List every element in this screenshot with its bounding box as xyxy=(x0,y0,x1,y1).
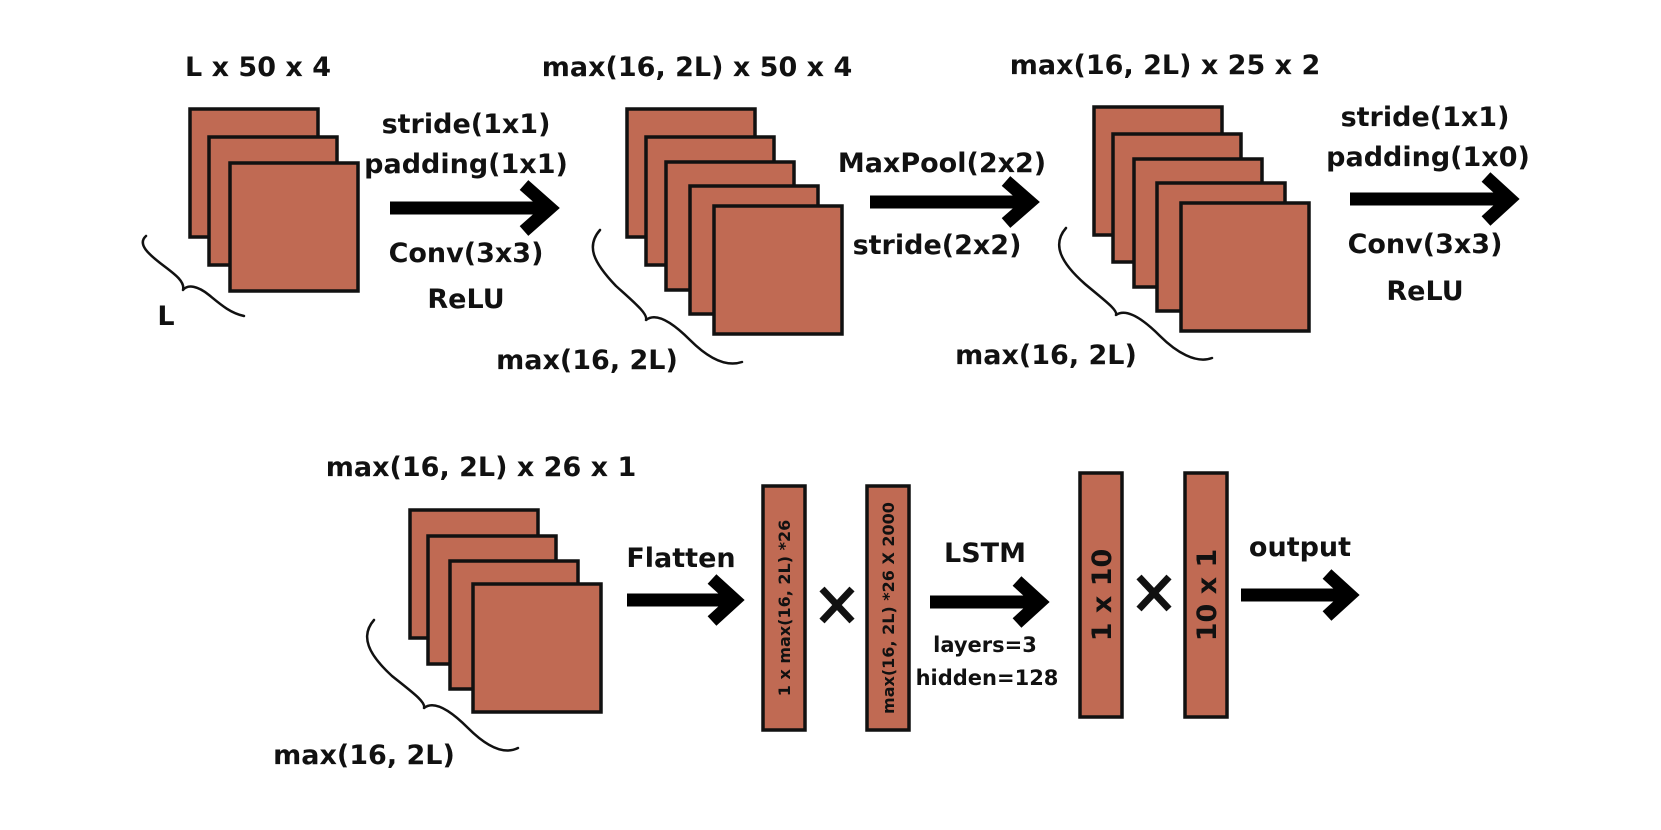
stage2-brace xyxy=(591,228,744,365)
stage4-brace-label: max(16, 2L) xyxy=(273,740,455,771)
op1-conv-label: Conv(3x3) xyxy=(389,238,544,269)
op1-stride-label: stride(1x1) xyxy=(382,109,551,140)
weight-matrix-label: max(16, 2L) *26 X 2000 xyxy=(879,502,898,714)
stage2-shape-label: max(16, 2L) x 50 x 4 xyxy=(542,52,852,83)
op2-maxpool-label: MaxPool(2x2) xyxy=(838,148,1046,179)
stage4-brace xyxy=(365,618,520,752)
lstm-output-bar xyxy=(1078,471,1124,719)
lstm-layers-label: layers=3 xyxy=(933,633,1037,657)
stage1-shape-label: L x 50 x 4 xyxy=(185,52,331,83)
flat-vector-label: 1 x max(16, 2L) *26 xyxy=(775,520,794,696)
op2-stride-label: stride(2x2) xyxy=(853,230,1022,261)
op3-padding-label: padding(1x0) xyxy=(1326,142,1530,173)
stage4-feature-maps xyxy=(408,508,603,714)
flatten-label: Flatten xyxy=(626,543,735,574)
stage4-shape-label: max(16, 2L) x 26 x 1 xyxy=(326,452,636,483)
flat-vector-bar xyxy=(761,484,807,732)
multiply-icon-2 xyxy=(1136,574,1172,612)
op2-arrow xyxy=(870,176,1040,228)
stage1-feature-maps xyxy=(188,107,360,293)
stage1-feature-map-3 xyxy=(228,161,360,293)
stage3-feature-map-5 xyxy=(1179,201,1311,333)
weight-matrix-bar xyxy=(865,484,911,732)
op1-arrow xyxy=(390,180,560,236)
flatten-arrow xyxy=(627,574,745,626)
stage4-feature-map-4 xyxy=(471,582,603,714)
lstm-label: LSTM xyxy=(944,538,1026,569)
stage2-brace-label: max(16, 2L) xyxy=(496,345,678,376)
stage1-brace xyxy=(141,234,246,318)
stage3-brace-label: max(16, 2L) xyxy=(955,340,1137,371)
lstm-hidden-label: hidden=128 xyxy=(916,666,1059,690)
op3-stride-label: stride(1x1) xyxy=(1341,102,1510,133)
output-weights-bar xyxy=(1183,471,1229,719)
op3-arrow xyxy=(1350,172,1520,226)
lstm-output-label: 1 x 10 xyxy=(1087,549,1118,642)
stage3-brace xyxy=(1057,226,1214,361)
op1-padding-label: padding(1x1) xyxy=(364,149,568,180)
stage3-shape-label: max(16, 2L) x 25 x 2 xyxy=(1010,50,1320,81)
lstm-arrow xyxy=(930,576,1050,628)
stage1-brace-label: L xyxy=(157,301,174,332)
multiply-icon-1 xyxy=(819,586,855,624)
output-arrow xyxy=(1241,569,1360,621)
output-weights-label: 10 x 1 xyxy=(1192,549,1223,642)
op1-relu-label: ReLU xyxy=(427,284,504,315)
output-label: output xyxy=(1249,532,1351,563)
stage3-feature-maps xyxy=(1092,105,1311,333)
stage2-feature-map-5 xyxy=(712,204,844,336)
op3-relu-label: ReLU xyxy=(1386,276,1463,307)
op3-conv-label: Conv(3x3) xyxy=(1348,229,1503,260)
stage2-feature-maps xyxy=(625,107,844,336)
